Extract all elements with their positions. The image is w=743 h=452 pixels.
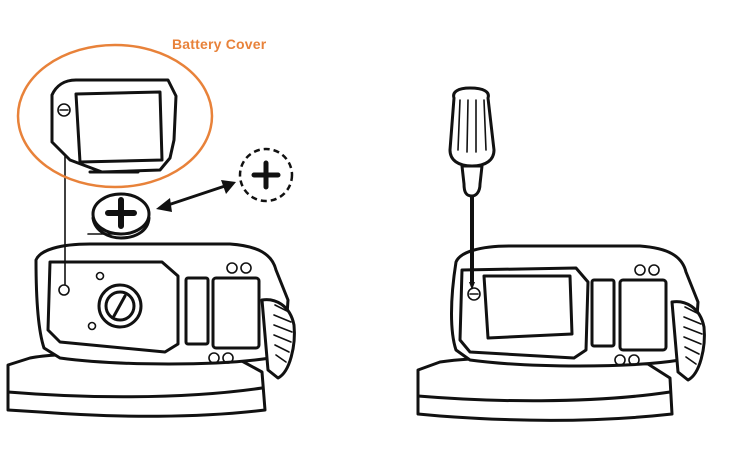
cover-screw [57, 103, 71, 117]
battery-cover [50, 78, 178, 174]
battery-plus-icon [105, 197, 137, 229]
battery-compartment [46, 260, 180, 354]
callout-ellipse [16, 43, 214, 189]
meter-body-left [6, 242, 296, 418]
right-device-panel [416, 86, 706, 422]
double-arrow-icon [156, 180, 236, 212]
screw-icon [467, 287, 481, 301]
screw-hole-left [58, 284, 70, 296]
screwdriver-icon [448, 86, 496, 290]
meter-body-right [416, 244, 706, 422]
battery-plus-icon [251, 160, 281, 190]
left-device-panel [6, 43, 296, 418]
battery-cover-label: Battery Cover [172, 36, 267, 52]
battery-placeholder [238, 147, 294, 203]
coin-battery [91, 192, 151, 240]
